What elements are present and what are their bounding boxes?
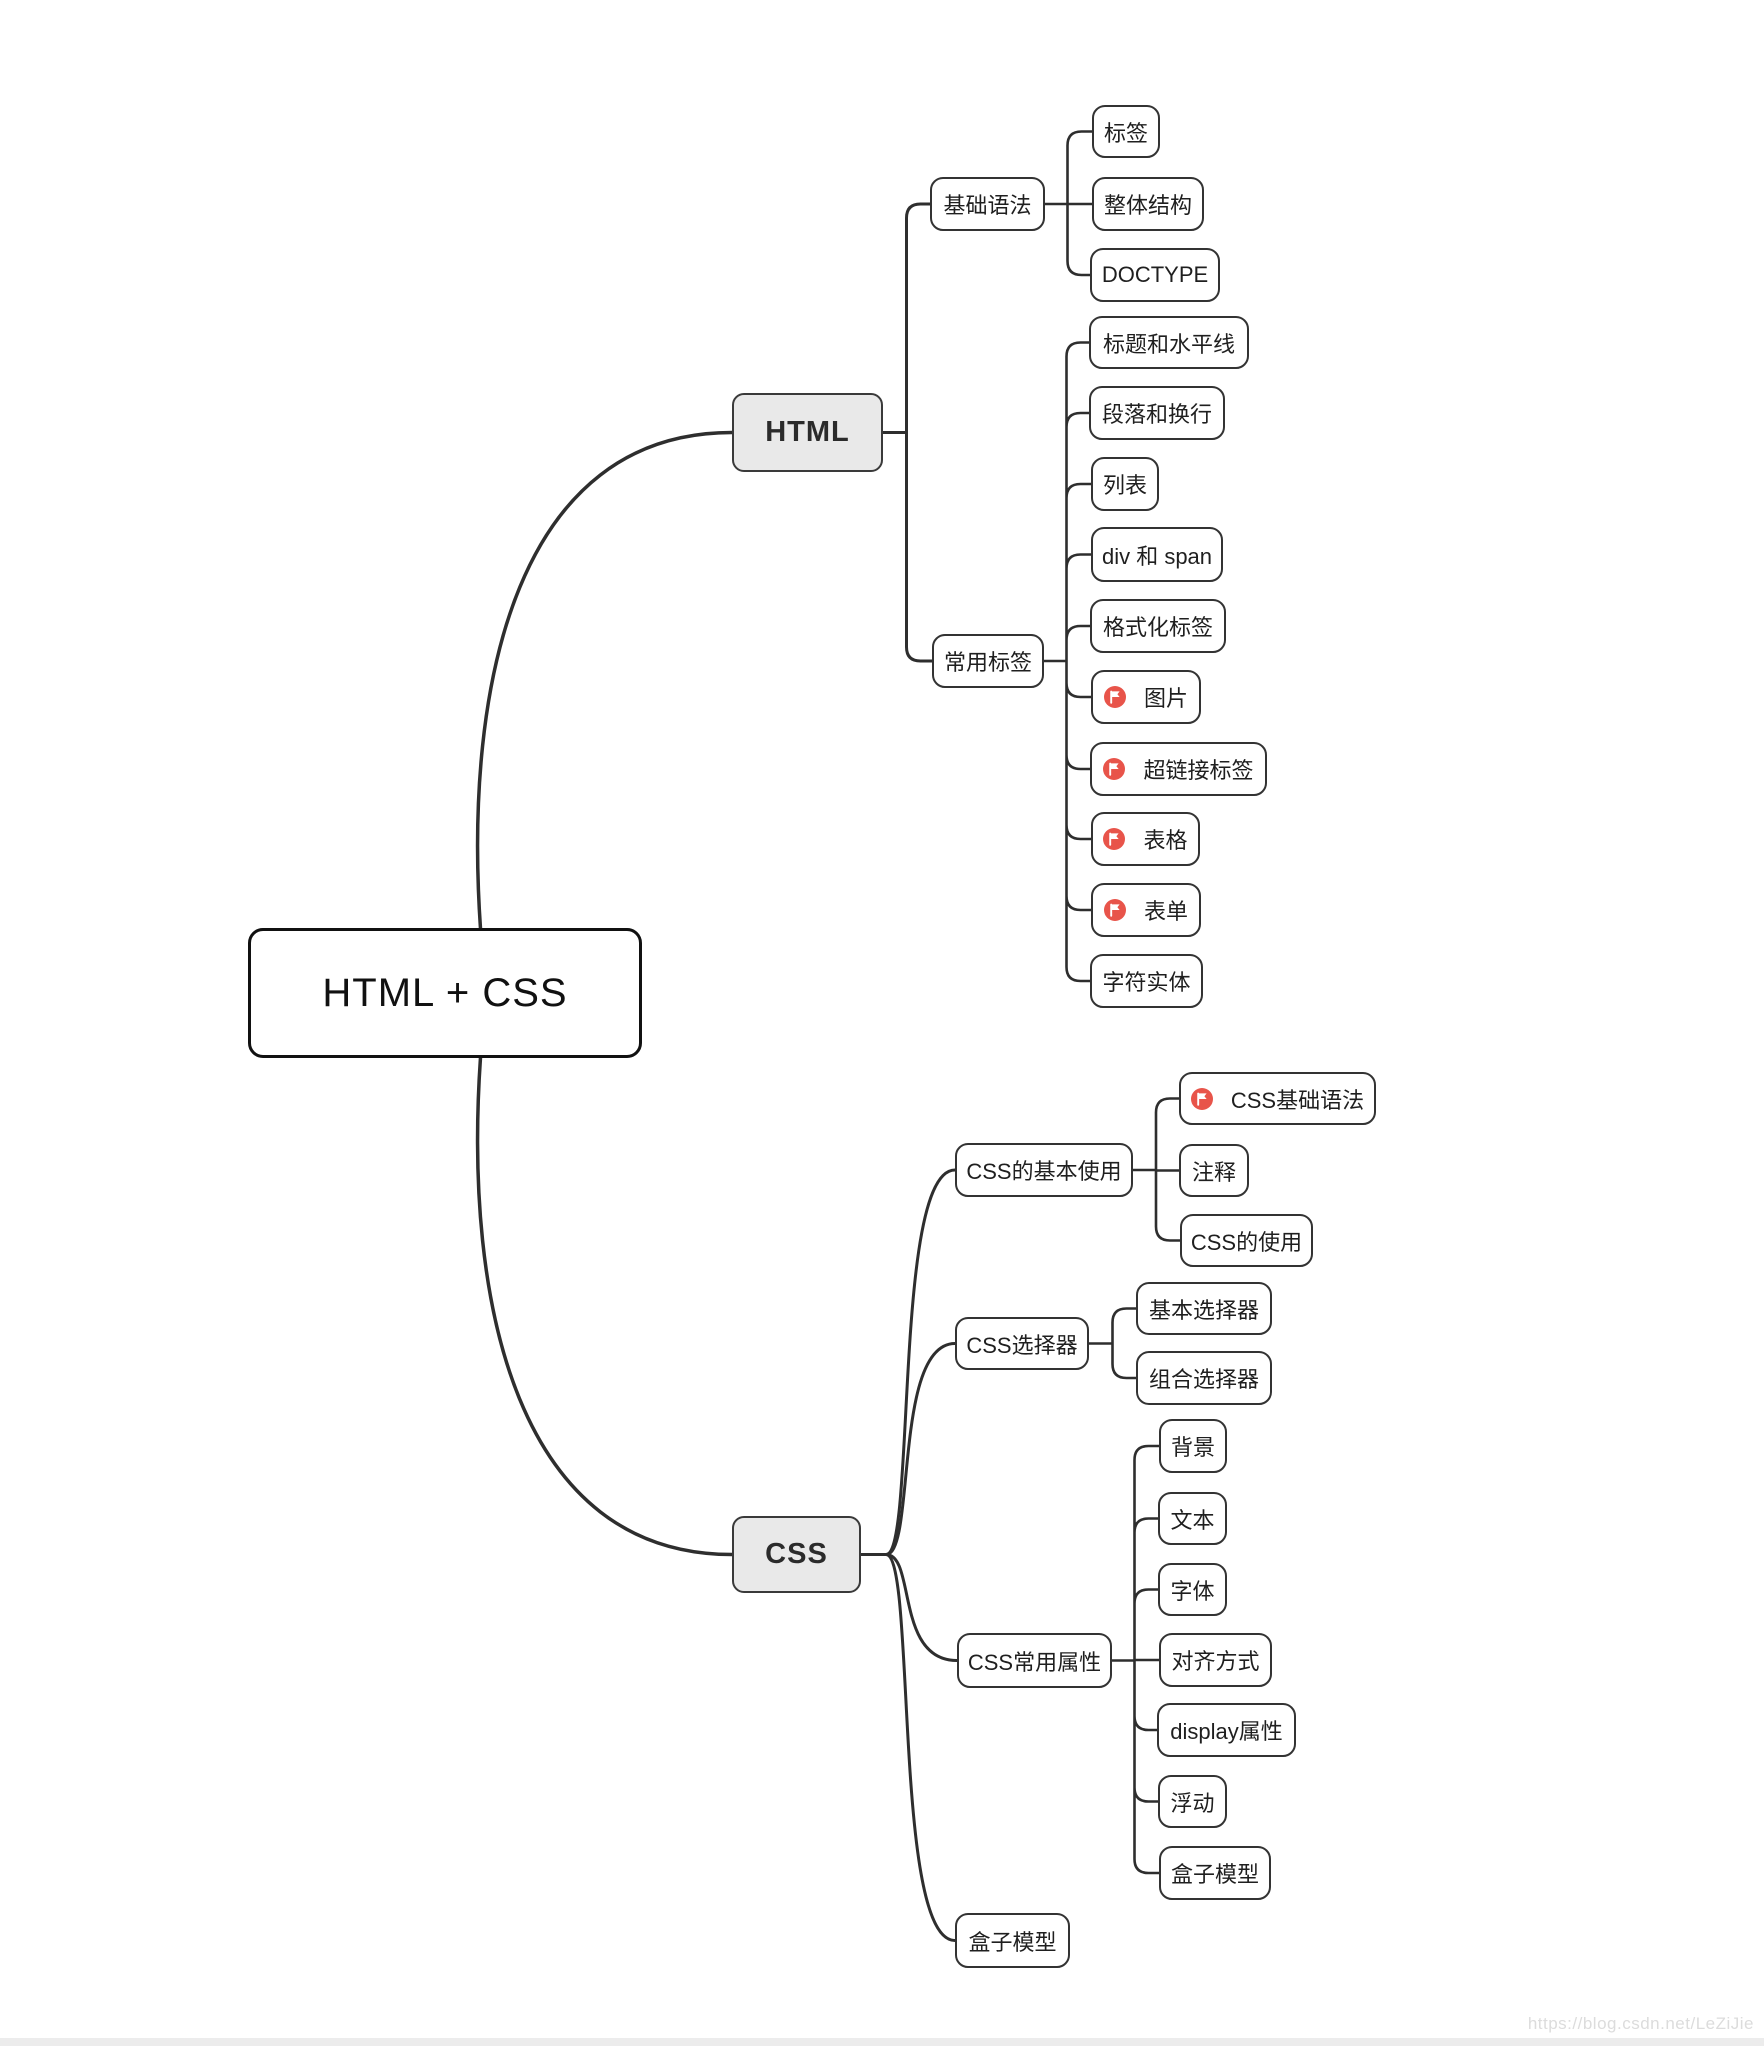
node-label: 背景 [1170,1435,1215,1460]
node-biaodan[interactable]: 表单 [1091,883,1201,937]
edge-root-css [475,1056,734,1557]
node-label: 标题和水平线 [1102,331,1235,357]
node-label: CSS常用属性 [967,1649,1102,1675]
node-zifushiti[interactable]: 字符实体 [1090,954,1203,1008]
node-changyong[interactable]: 常用标签 [932,634,1044,688]
node-label: DOCTYPE [1101,262,1209,287]
node-cssjichu[interactable]: CSS基础语法 [1179,1072,1376,1125]
node-beijing[interactable]: 背景 [1159,1419,1227,1473]
edge-group-changyong [1042,341,1093,983]
node-label: 盒子模型 [968,1929,1057,1955]
edge-group-cssshuxing [1110,1444,1161,1875]
node-jibenxz[interactable]: 基本选择器 [1136,1282,1272,1335]
node-zuhexz[interactable]: 组合选择器 [1136,1351,1272,1405]
node-label: 盒子模型 [1170,1862,1259,1887]
flag-icon [1103,686,1126,708]
edge-group-jichu [1043,130,1094,277]
node-biaoge[interactable]: 表格 [1091,812,1200,866]
node-label: 基本选择器 [1148,1297,1259,1323]
node-label: CSS的基本使用 [966,1159,1122,1184]
node-label: CSS的使用 [1190,1229,1303,1255]
node-label: CSS基础语法 [1230,1087,1365,1113]
node-doctype[interactable]: DOCTYPE [1090,248,1220,302]
node-label: 格式化标签 [1102,615,1213,640]
edge-group-html [881,202,934,663]
node-label: 整体结构 [1103,193,1192,218]
node-cssshuxing[interactable]: CSS常用属性 [957,1633,1112,1688]
node-duiqi[interactable]: 对齐方式 [1159,1633,1272,1687]
node-label: 列表 [1102,473,1147,498]
node-label: CSS选择器 [966,1332,1078,1358]
node-label: 对齐方式 [1171,1649,1260,1674]
node-label: 组合选择器 [1148,1367,1259,1392]
node-label: 字体 [1170,1578,1215,1604]
node-hezi1[interactable]: 盒子模型 [1159,1846,1271,1900]
node-chaolianjie[interactable]: 超链接标签 [1090,742,1267,796]
node-label: 超链接标签 [1143,758,1254,783]
node-label: 标签 [1103,120,1148,146]
node-divspan[interactable]: div 和 span [1091,527,1223,582]
node-cssjiben[interactable]: CSS的基本使用 [955,1143,1133,1197]
flag-icon [1103,828,1126,850]
node-label: 表单 [1143,899,1188,924]
edge-css-cssjiben [884,1168,957,1556]
node-cssxuanze[interactable]: CSS选择器 [955,1317,1089,1370]
node-tupian[interactable]: 图片 [1091,670,1201,724]
edge-group-cssxuanze [1087,1307,1138,1380]
node-label: 注释 [1191,1159,1236,1185]
node-root[interactable]: HTML + CSS [248,928,642,1058]
node-wenben[interactable]: 文本 [1158,1492,1227,1545]
node-biaoti[interactable]: 标题和水平线 [1089,316,1249,369]
node-fudong[interactable]: 浮动 [1158,1775,1227,1828]
node-liebiao[interactable]: 列表 [1091,457,1159,511]
node-label: HTML [765,416,850,448]
node-label: display属性 [1170,1719,1283,1744]
node-biaoqian[interactable]: 标签 [1092,105,1160,158]
node-label: 图片 [1143,686,1188,711]
node-label: 字符实体 [1102,970,1191,995]
flag-icon [1103,758,1126,780]
node-geshihua[interactable]: 格式化标签 [1090,599,1226,653]
node-hezi2[interactable]: 盒子模型 [955,1913,1070,1968]
edge-css-cssxuanze [884,1342,957,1556]
edge-css-cssshuxing [884,1553,959,1662]
node-cssshiyong[interactable]: CSS的使用 [1180,1214,1313,1267]
node-label: 段落和换行 [1101,402,1212,427]
node-html[interactable]: HTML [732,393,883,472]
node-zhengti[interactable]: 整体结构 [1092,177,1204,231]
node-label: 常用标签 [943,650,1032,675]
node-jichu[interactable]: 基础语法 [930,177,1045,231]
node-css[interactable]: CSS [732,1516,861,1593]
node-label: div 和 span [1101,543,1213,569]
flag-icon [1190,1087,1213,1110]
edge-group-cssjiben [1131,1097,1182,1242]
node-label: 基础语法 [943,193,1032,218]
node-label: 表格 [1143,828,1188,853]
node-label: HTML + CSS [322,970,568,1015]
node-duanluo[interactable]: 段落和换行 [1089,386,1225,440]
edge-root-html [475,430,734,930]
node-label: CSS [765,1538,828,1570]
watermark: https://blog.csdn.net/LeZiJie [1527,2014,1754,2033]
footer-strip [0,2038,1764,2046]
node-label: 浮动 [1170,1790,1215,1816]
node-zhushi[interactable]: 注释 [1179,1144,1249,1197]
edge-css-hezi2 [884,1553,957,1942]
node-display[interactable]: display属性 [1157,1703,1296,1757]
flag-icon [1103,899,1126,921]
node-ziti[interactable]: 字体 [1158,1563,1227,1616]
node-label: 文本 [1170,1507,1215,1533]
